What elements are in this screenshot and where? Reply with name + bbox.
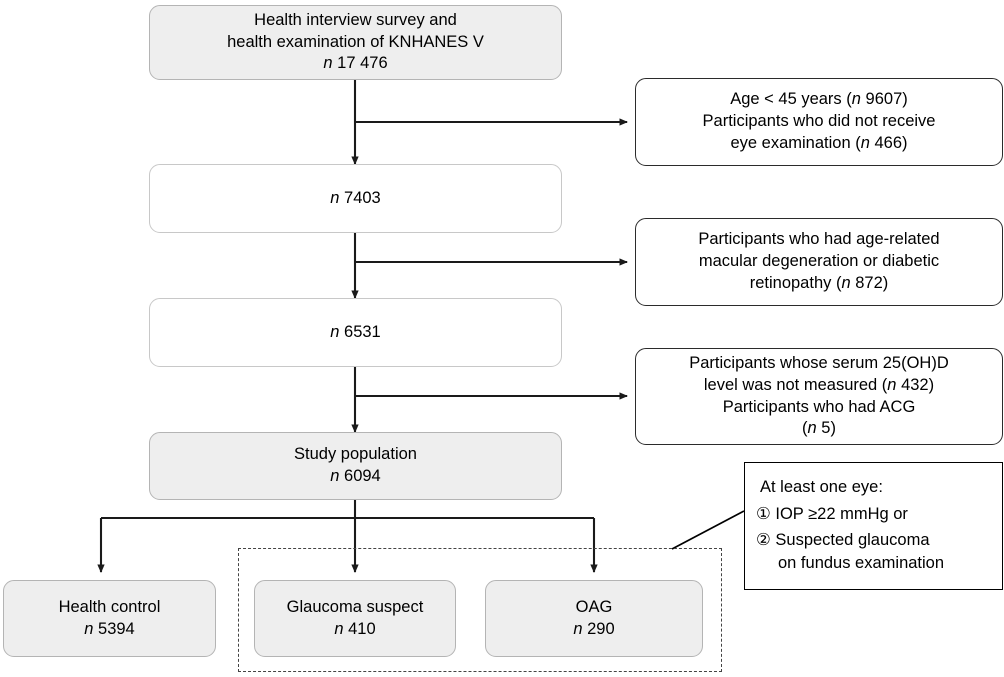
exclusion-3-line-4: (n 5) [802,419,836,438]
after-step2-count-value: 6531 [344,322,381,341]
n-symbol: n [323,54,333,73]
circled-number-1-icon: ① [756,504,771,523]
n-symbol: n [330,188,340,207]
exclusion-1-line-3: eye examination (n 466) [730,133,908,152]
callout-item-2: ② Suspected glaucoma [756,530,992,551]
glaucoma-criteria-callout: At least one eye: ① IOP ≥22 mmHg or ② Su… [744,462,1003,590]
after-step2-count: n 6531 [330,322,381,344]
health-control-count-value: 5394 [98,619,135,638]
node-after-step1: n 7403 [149,164,562,233]
circled-number-2-icon: ② [756,531,771,550]
oag-label: OAG [575,597,613,616]
node-oag: OAG n 290 [485,580,703,657]
study-population-label: Study population [294,445,417,464]
health-control-count: n 5394 [84,619,135,641]
source-line-1: Health interview survey and [254,10,457,29]
n-symbol: n [330,322,340,341]
exclusion-3-line-1: Participants whose serum 25(OH)D [689,353,949,372]
node-health-control: Health control n 5394 [3,580,216,657]
callout-item-1: ① IOP ≥22 mmHg or [756,504,992,525]
exclusion-1-line-1: Age < 45 years (n 9607) [730,90,908,109]
callout-leader-line [671,510,745,550]
oag-count: n 290 [573,619,614,641]
exclusion-1-line-2: Participants who did not receive [702,112,936,131]
study-population-count-value: 6094 [344,467,381,485]
n-symbol: n [334,619,344,638]
node-glaucoma-suspect: Glaucoma suspect n 410 [254,580,456,657]
callout-item-2-continuation: on fundus examination [778,554,945,573]
glaucoma-group-outline [238,548,722,672]
callout-heading: At least one eye: [760,478,883,497]
exclusion-box-3: Participants whose serum 25(OH)D level w… [635,348,1003,445]
exclusion-3-line-3: Participants who had ACG [722,397,916,416]
callout-item-2-text: Suspected glaucoma [775,531,930,550]
source-count: n 17 476 [323,53,387,75]
exclusion-3-line-2: level was not measured (n 432) [703,375,935,394]
glaucoma-suspect-count-value: 410 [348,619,376,638]
oag-count-value: 290 [587,619,615,638]
glaucoma-suspect-label: Glaucoma suspect [286,597,424,616]
health-control-label: Health control [58,597,161,616]
after-step1-count-value: 7403 [344,188,381,207]
n-symbol: n [573,619,583,638]
after-step1-count: n 7403 [330,188,381,210]
source-count-value: 17 476 [337,54,388,73]
node-after-step2: n 6531 [149,298,562,367]
exclusion-2-line-1: Participants who had age-related [698,230,940,249]
source-line-2: health examination of KNHANES V [227,32,484,51]
node-source-population: Health interview survey and health exami… [149,5,562,80]
n-symbol: n [84,619,94,638]
exclusion-box-2: Participants who had age-related macular… [635,218,1003,306]
exclusion-2-line-2: macular degeneration or diabetic [698,252,940,271]
n-symbol: n [330,467,340,485]
exclusion-box-1: Age < 45 years (n 9607) Participants who… [635,78,1003,166]
node-study-population: Study population n 6094 [149,432,562,500]
exclusion-2-line-3: retinopathy (n 872) [749,273,889,292]
study-population-count: n 6094 [330,466,381,488]
glaucoma-suspect-count: n 410 [334,619,375,641]
callout-item-1-text: IOP ≥22 mmHg or [775,504,908,523]
